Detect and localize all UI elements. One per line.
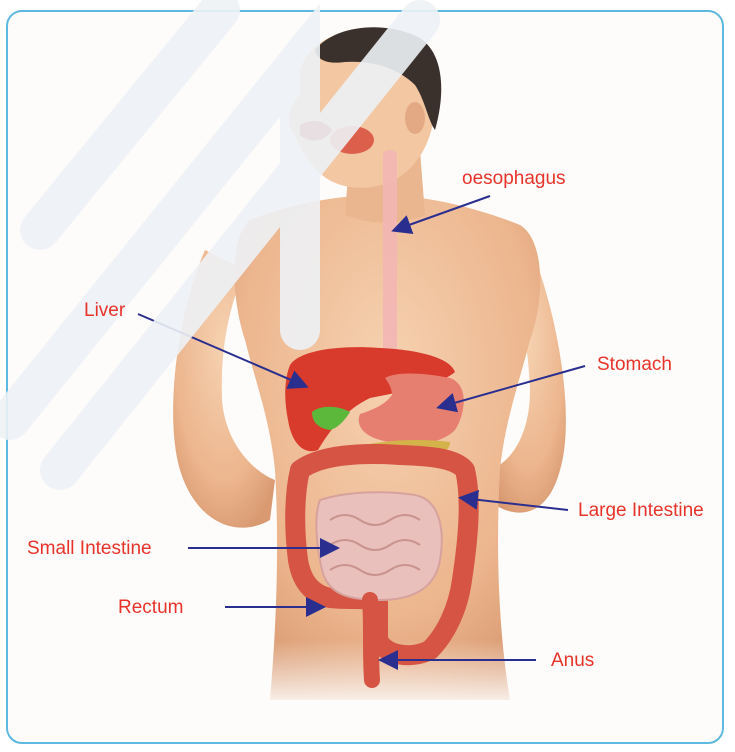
label-large-intestine: Large Intestine [578, 500, 704, 522]
rectum [370, 600, 372, 680]
label-stomach: Stomach [597, 354, 672, 376]
oesophagus-tube [383, 150, 397, 365]
label-rectum: Rectum [118, 597, 183, 619]
label-small-intestine: Small Intestine [27, 538, 152, 560]
ear [405, 102, 425, 134]
label-anus: Anus [551, 650, 594, 672]
salivary-area [330, 126, 374, 154]
label-oesophagus: oesophagus [462, 168, 566, 190]
label-liver: Liver [84, 300, 125, 322]
small-intestine [316, 492, 441, 600]
